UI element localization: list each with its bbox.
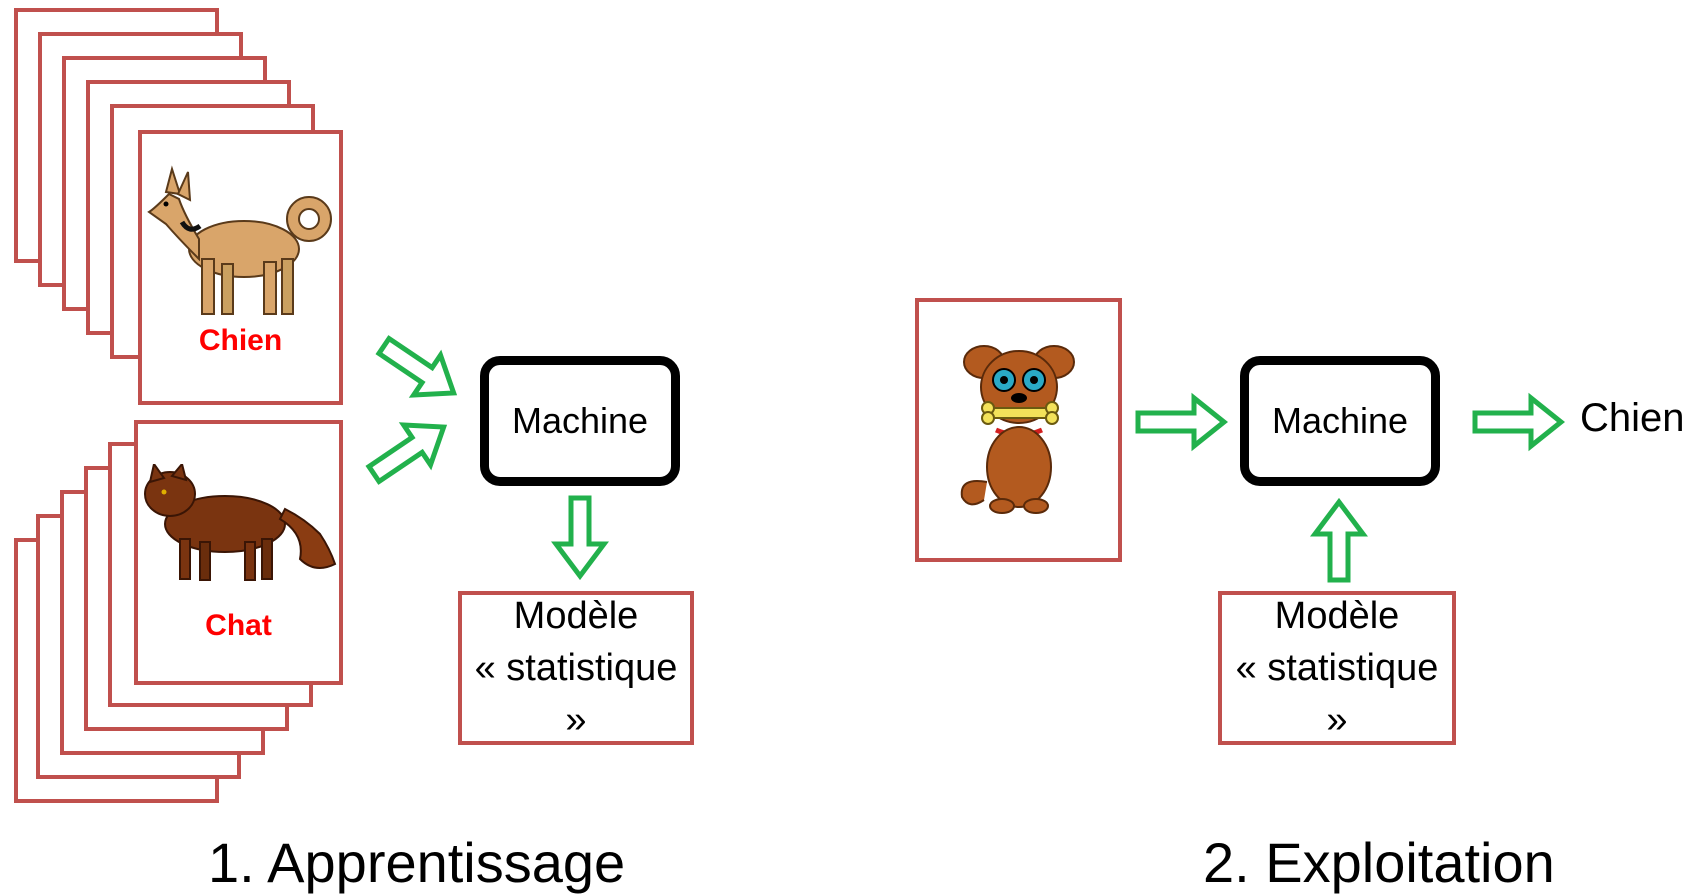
exploitation-machine-box: Machine	[1240, 356, 1440, 486]
arrow-cat-to-machine	[365, 422, 448, 485]
arrow-input-to-machine	[1135, 392, 1229, 452]
arrow-machine-to-output	[1472, 392, 1566, 452]
cat-card-label: Chat	[205, 609, 272, 642]
arrow-machine-to-model	[551, 495, 609, 581]
cat-card-front: Chat	[134, 420, 343, 685]
exploitation-model-line2: « statistique »	[1235, 647, 1439, 741]
arrow-dog-to-machine	[375, 335, 458, 398]
training-model-line2: « statistique »	[474, 647, 678, 741]
training-model-box: Modèle « statistique »	[458, 591, 694, 745]
training-caption: 1. Apprentissage	[208, 831, 626, 894]
exploitation-machine-label: Machine	[1271, 400, 1409, 441]
exploitation-model-line1: Modèle	[1274, 595, 1400, 637]
training-machine-box: Machine	[480, 356, 680, 486]
shiba-dog-illustration	[147, 165, 332, 315]
dog-card-front: Chien	[138, 130, 343, 405]
dog-card-label: Chien	[198, 324, 283, 357]
exploitation-caption: 2. Exploitation	[1203, 831, 1555, 894]
training-model-line1: Modèle	[513, 595, 639, 637]
input-image-card	[915, 298, 1122, 562]
exploitation-model-box: Modèle « statistique »	[1218, 591, 1456, 745]
cartoon-dog-with-bone-illustration	[960, 345, 1075, 514]
arrow-model-to-machine	[1310, 497, 1368, 583]
training-machine-label: Machine	[511, 400, 649, 441]
brown-cat-illustration	[144, 464, 337, 581]
prediction-output: Chien	[1580, 396, 1685, 440]
